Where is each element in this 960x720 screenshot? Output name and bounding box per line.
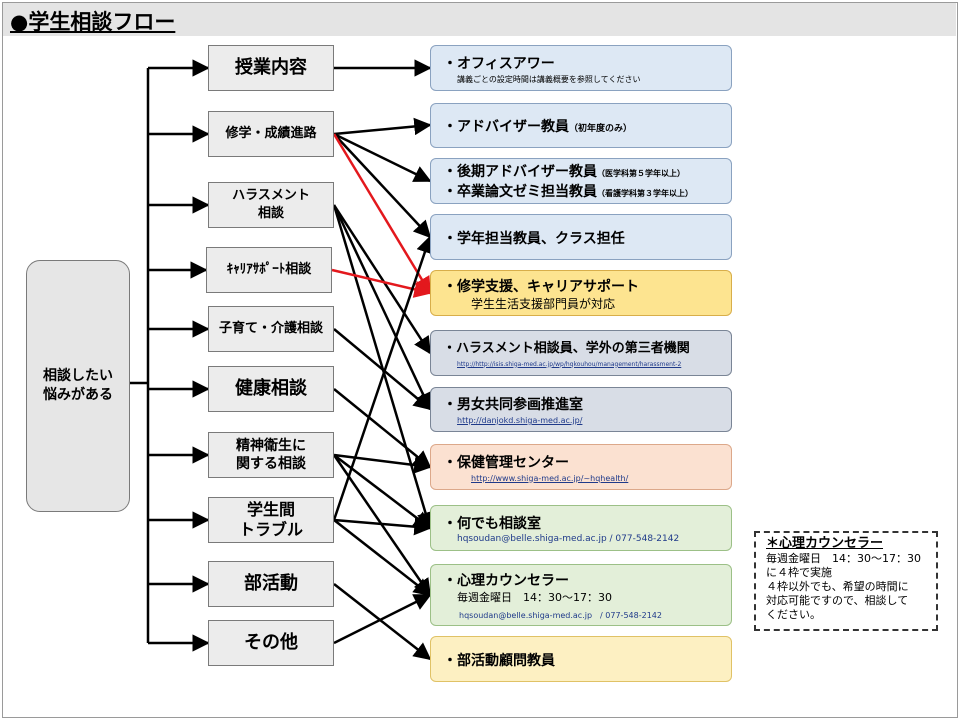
dest-harassment-counselor[interactable]: ・ハラスメント相談員、学外の第三者機関 http://http://isis.s… [430,330,732,376]
edge-c8-d10 [333,519,432,597]
edge-c6-d8 [333,388,432,469]
edge-c3-d7 [332,204,432,411]
dest-senior-advisor[interactable]: ・後期アドバイザー教員（医学科第５学年以上） ・卒業論文ゼミ担当教員（看護学科第… [430,158,732,204]
edge-c5-d7 [333,328,432,411]
dest-office-hours[interactable]: ・オフィスアワー 講義ごとの設定時間は講義概要を参照してください [430,45,732,91]
dest-gender-equality[interactable]: ・男女共同参画推進室 http://danjokd.shiga-med.ac.j… [430,387,732,432]
category-club-activity[interactable]: 部活動 [208,561,334,607]
edge-c2-d2 [333,117,432,136]
dest-year-teacher[interactable]: ・学年担当教員、クラス担任 [430,214,732,260]
edge-c7-d8 [333,453,432,474]
category-childcare-nursing[interactable]: 子育て・介護相談 [208,306,334,352]
harassment-link[interactable]: http://http://isis.shiga-med.ac.jp/wp/hq… [457,360,682,368]
category-student-trouble[interactable]: 学生間トラブル [208,497,334,543]
category-mental-health[interactable]: 精神衛生に関する相談 [208,432,334,478]
edge-c2-d5 [332,133,432,295]
health-center-link[interactable]: http://www.shiga-med.ac.jp/~hqhealth/ [471,473,629,483]
gender-equality-link[interactable]: http://danjokd.shiga-med.ac.jp/ [457,416,583,425]
category-health[interactable]: 健康相談 [208,366,334,412]
edge-c8-d4 [332,235,434,521]
header-bar [3,3,956,36]
dest-psych-counselor[interactable]: ・心理カウンセラー 毎週金曜日 14：30〜17：30 hqsoudan@bel… [430,564,732,626]
edge-c2-d4 [333,133,432,239]
note-title: ＊心理カウンセラー [766,536,884,551]
edge-c9-d11 [333,583,432,661]
dest-health-center[interactable]: ・保健管理センター http://www.shiga-med.ac.jp/~hq… [430,444,732,490]
dest-advisor[interactable]: ・アドバイザー教員（初年度のみ） [430,103,732,148]
edge-layer [331,59,434,661]
page-title: ●学生相談フロー [10,10,176,34]
edge-c3-d9 [332,204,434,530]
edge-c3-d6 [332,204,432,355]
edge-c4-d5 [331,268,432,298]
category-harassment[interactable]: ハラスメント相談 [208,182,334,228]
category-career-support[interactable]: ｷｬﾘｱｻﾎﾟｰﾄ相談 [206,247,332,293]
counselor-note: ＊心理カウンセラー 毎週金曜日 14：30〜17：30 に４枠で実施 ４枠以外で… [754,531,938,631]
edge-c10-d10 [333,593,432,645]
edge-c8-d9 [333,517,432,536]
trunk-lines [130,59,210,652]
edge-c7-d9 [333,454,432,530]
category-other[interactable]: その他 [208,620,334,666]
dest-consultation-room[interactable]: ・何でも相談室 hqsoudan@belle.shiga-med.ac.jp /… [430,505,732,551]
dest-study-career-support[interactable]: ・修学支援、キャリアサポート 学生生活支援部門員が対応 [430,270,732,316]
dest-club-advisor[interactable]: ・部活動顧問教員 [430,636,732,682]
root-node: 相談したい悩みがある [26,260,130,512]
category-lesson-content[interactable]: 授業内容 [208,45,334,91]
edge-c2-d3 [333,132,432,183]
category-study-progress[interactable]: 修学・成績進路 [208,111,334,157]
